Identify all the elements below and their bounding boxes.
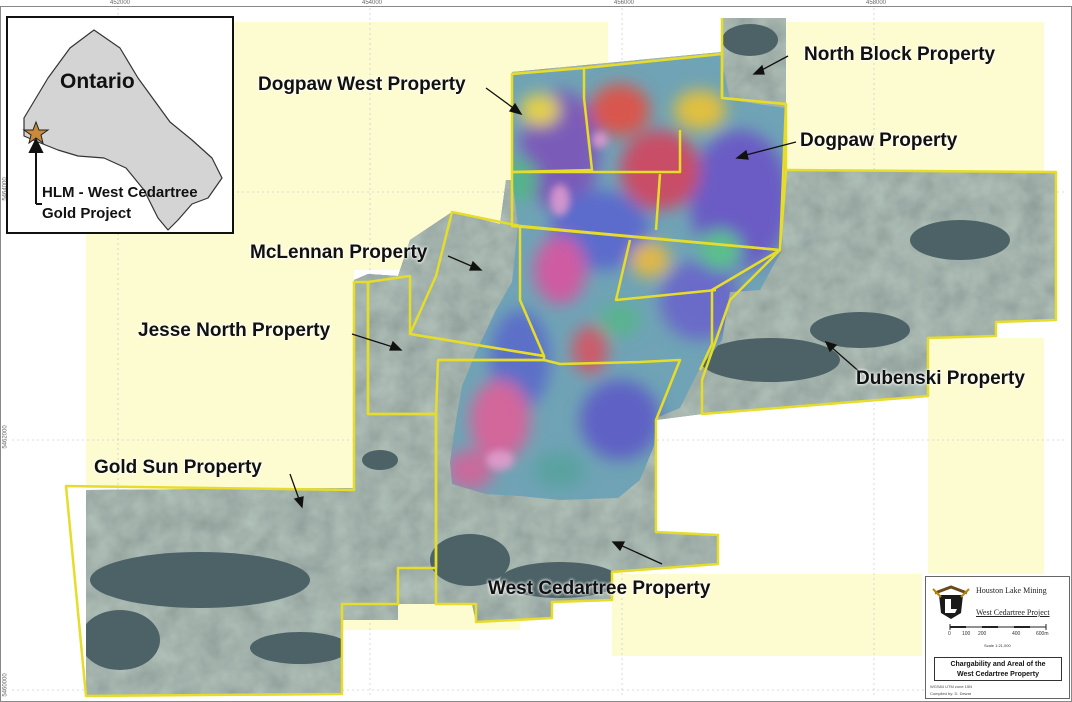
label-west-cedartree: West Cedartree Property: [488, 578, 711, 599]
scale-label: 600m: [1036, 631, 1049, 637]
scale-bar: [949, 624, 1047, 630]
boundary-dogpaw-west: [510, 66, 594, 174]
lakes: [86, 24, 1010, 670]
label-jesse-north: Jesse North Property: [138, 320, 331, 341]
project-name: West Cedartree Project: [976, 608, 1050, 617]
highlight-areas: [86, 22, 1044, 656]
ontario-outline: [22, 29, 223, 231]
scale-label: 200: [978, 631, 987, 637]
label-mclennan: McLennan Property: [250, 242, 428, 263]
location-arrow-icon: [28, 137, 44, 204]
label-dogpaw: Dogpaw Property: [800, 130, 958, 151]
scale-label: 400: [1012, 631, 1021, 637]
company-name: Houston Lake Mining: [976, 586, 1047, 595]
boundary-dubenski: [700, 168, 1058, 416]
easting-label: 454000: [362, 0, 383, 6]
title-block: Houston Lake Mining West Cedartree Proje…: [925, 576, 1070, 699]
datum-note: WGS84 UTM zone 15N: [930, 684, 973, 689]
location-inset: Ontario HLM - West Cedartree Gold Projec…: [6, 16, 234, 234]
map-title: Chargability and Areal of the West Cedar…: [934, 657, 1062, 681]
property-boundaries: [64, 18, 1058, 698]
label-dubenski: Dubenski Property: [856, 368, 1025, 389]
compiled-by: Compiled by: D. Dewar: [930, 691, 972, 696]
label-gold-sun: Gold Sun Property: [94, 457, 262, 478]
inset-project-label: HLM - West Cedartree Gold Project: [42, 184, 198, 222]
boundary-central-2: [614, 239, 717, 302]
inset-province-label: Ontario: [60, 70, 135, 93]
leader-arrows: [289, 55, 863, 565]
boundary-west-cedartree: [434, 358, 720, 624]
scale-text: Scale 1:21,000: [984, 643, 1011, 648]
northing-label: 5460000: [2, 673, 9, 697]
easting-label: 452000: [110, 0, 131, 6]
label-dogpaw-west: Dogpaw West Property: [258, 74, 466, 95]
hlm-logo-icon: [932, 585, 970, 619]
scale-label: 100: [962, 631, 971, 637]
label-north-block: North Block Property: [804, 44, 996, 65]
northing-label: 5462000: [2, 425, 9, 449]
scale-label: 0: [948, 631, 951, 637]
easting-label: 456000: [614, 0, 635, 6]
easting-label: 458000: [866, 0, 887, 6]
boundary-dogpaw-inner: [654, 173, 662, 231]
